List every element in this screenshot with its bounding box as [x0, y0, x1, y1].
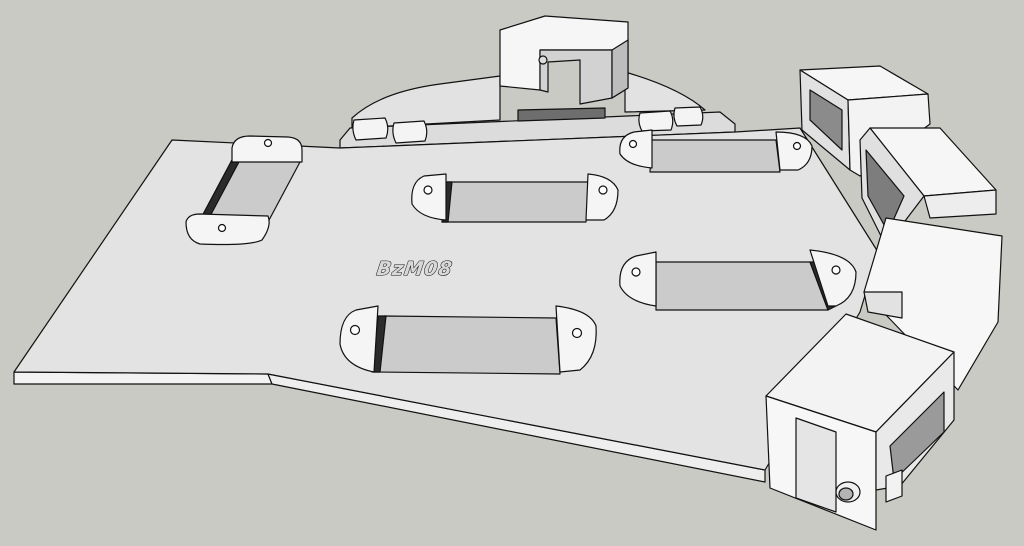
- servo-pocket-center-right: [619, 249, 857, 311]
- pocket-tab-bottom: [185, 213, 270, 246]
- strip-block-2: [392, 120, 428, 144]
- tab-hole: [628, 139, 638, 149]
- pocket-tab-top: [231, 135, 303, 163]
- pocket-tab-left: [619, 129, 653, 169]
- tab-hole: [831, 265, 841, 275]
- servo-pocket-center-top: [411, 173, 619, 223]
- rear-fin: [351, 75, 501, 129]
- tab-hole: [349, 324, 361, 336]
- rear-mount-assembly: [339, 15, 736, 149]
- pocket-hole: [441, 181, 591, 223]
- rear-strip-slot: [517, 107, 606, 122]
- right-bracket-3: [863, 217, 1003, 391]
- top-bracket-side: [611, 39, 629, 99]
- tab-hole: [792, 141, 802, 151]
- top-bracket-inner: [539, 49, 613, 105]
- bracket-side-step: [863, 291, 903, 319]
- pocket-tab-right: [555, 305, 597, 373]
- pocket-tab-right: [809, 249, 857, 307]
- tab-hole: [423, 185, 433, 195]
- tab-hole: [217, 223, 227, 233]
- rear-fin-right: [624, 71, 706, 113]
- strip-block-4: [673, 106, 704, 127]
- bracket-side: [923, 189, 997, 219]
- pocket-hole: [655, 261, 829, 311]
- pocket-tab-right: [585, 173, 619, 221]
- strip-block-3: [638, 110, 674, 132]
- bracket-hole-inner: [838, 487, 854, 501]
- bracket-clip: [885, 469, 903, 503]
- tab-hole: [598, 185, 608, 195]
- top-bracket-hole: [538, 55, 548, 65]
- bracket-inner-face: [795, 417, 837, 513]
- tab-hole: [631, 267, 641, 277]
- bracket-opening: [889, 391, 945, 481]
- engraved-label: BzM08: [375, 257, 454, 280]
- pocket-hole: [649, 139, 781, 173]
- bracket-opening: [809, 89, 843, 151]
- servo-pocket-rear-left: [185, 135, 303, 246]
- servo-pocket-rear-right: [619, 129, 813, 173]
- strip-block-1: [352, 117, 389, 141]
- servo-pocket-front-center: [339, 305, 597, 375]
- bracket-front: [863, 217, 1003, 391]
- pocket-hole: [373, 315, 561, 375]
- tab-hole: [571, 327, 583, 339]
- pocket-tab-left: [411, 173, 447, 221]
- pocket-tab-left: [339, 305, 379, 373]
- tab-hole: [263, 138, 273, 148]
- pocket-tab-right: [775, 131, 813, 171]
- right-bracket-4: [765, 313, 955, 531]
- right-bracket-2: [859, 127, 997, 247]
- pocket-tab-left: [619, 251, 657, 307]
